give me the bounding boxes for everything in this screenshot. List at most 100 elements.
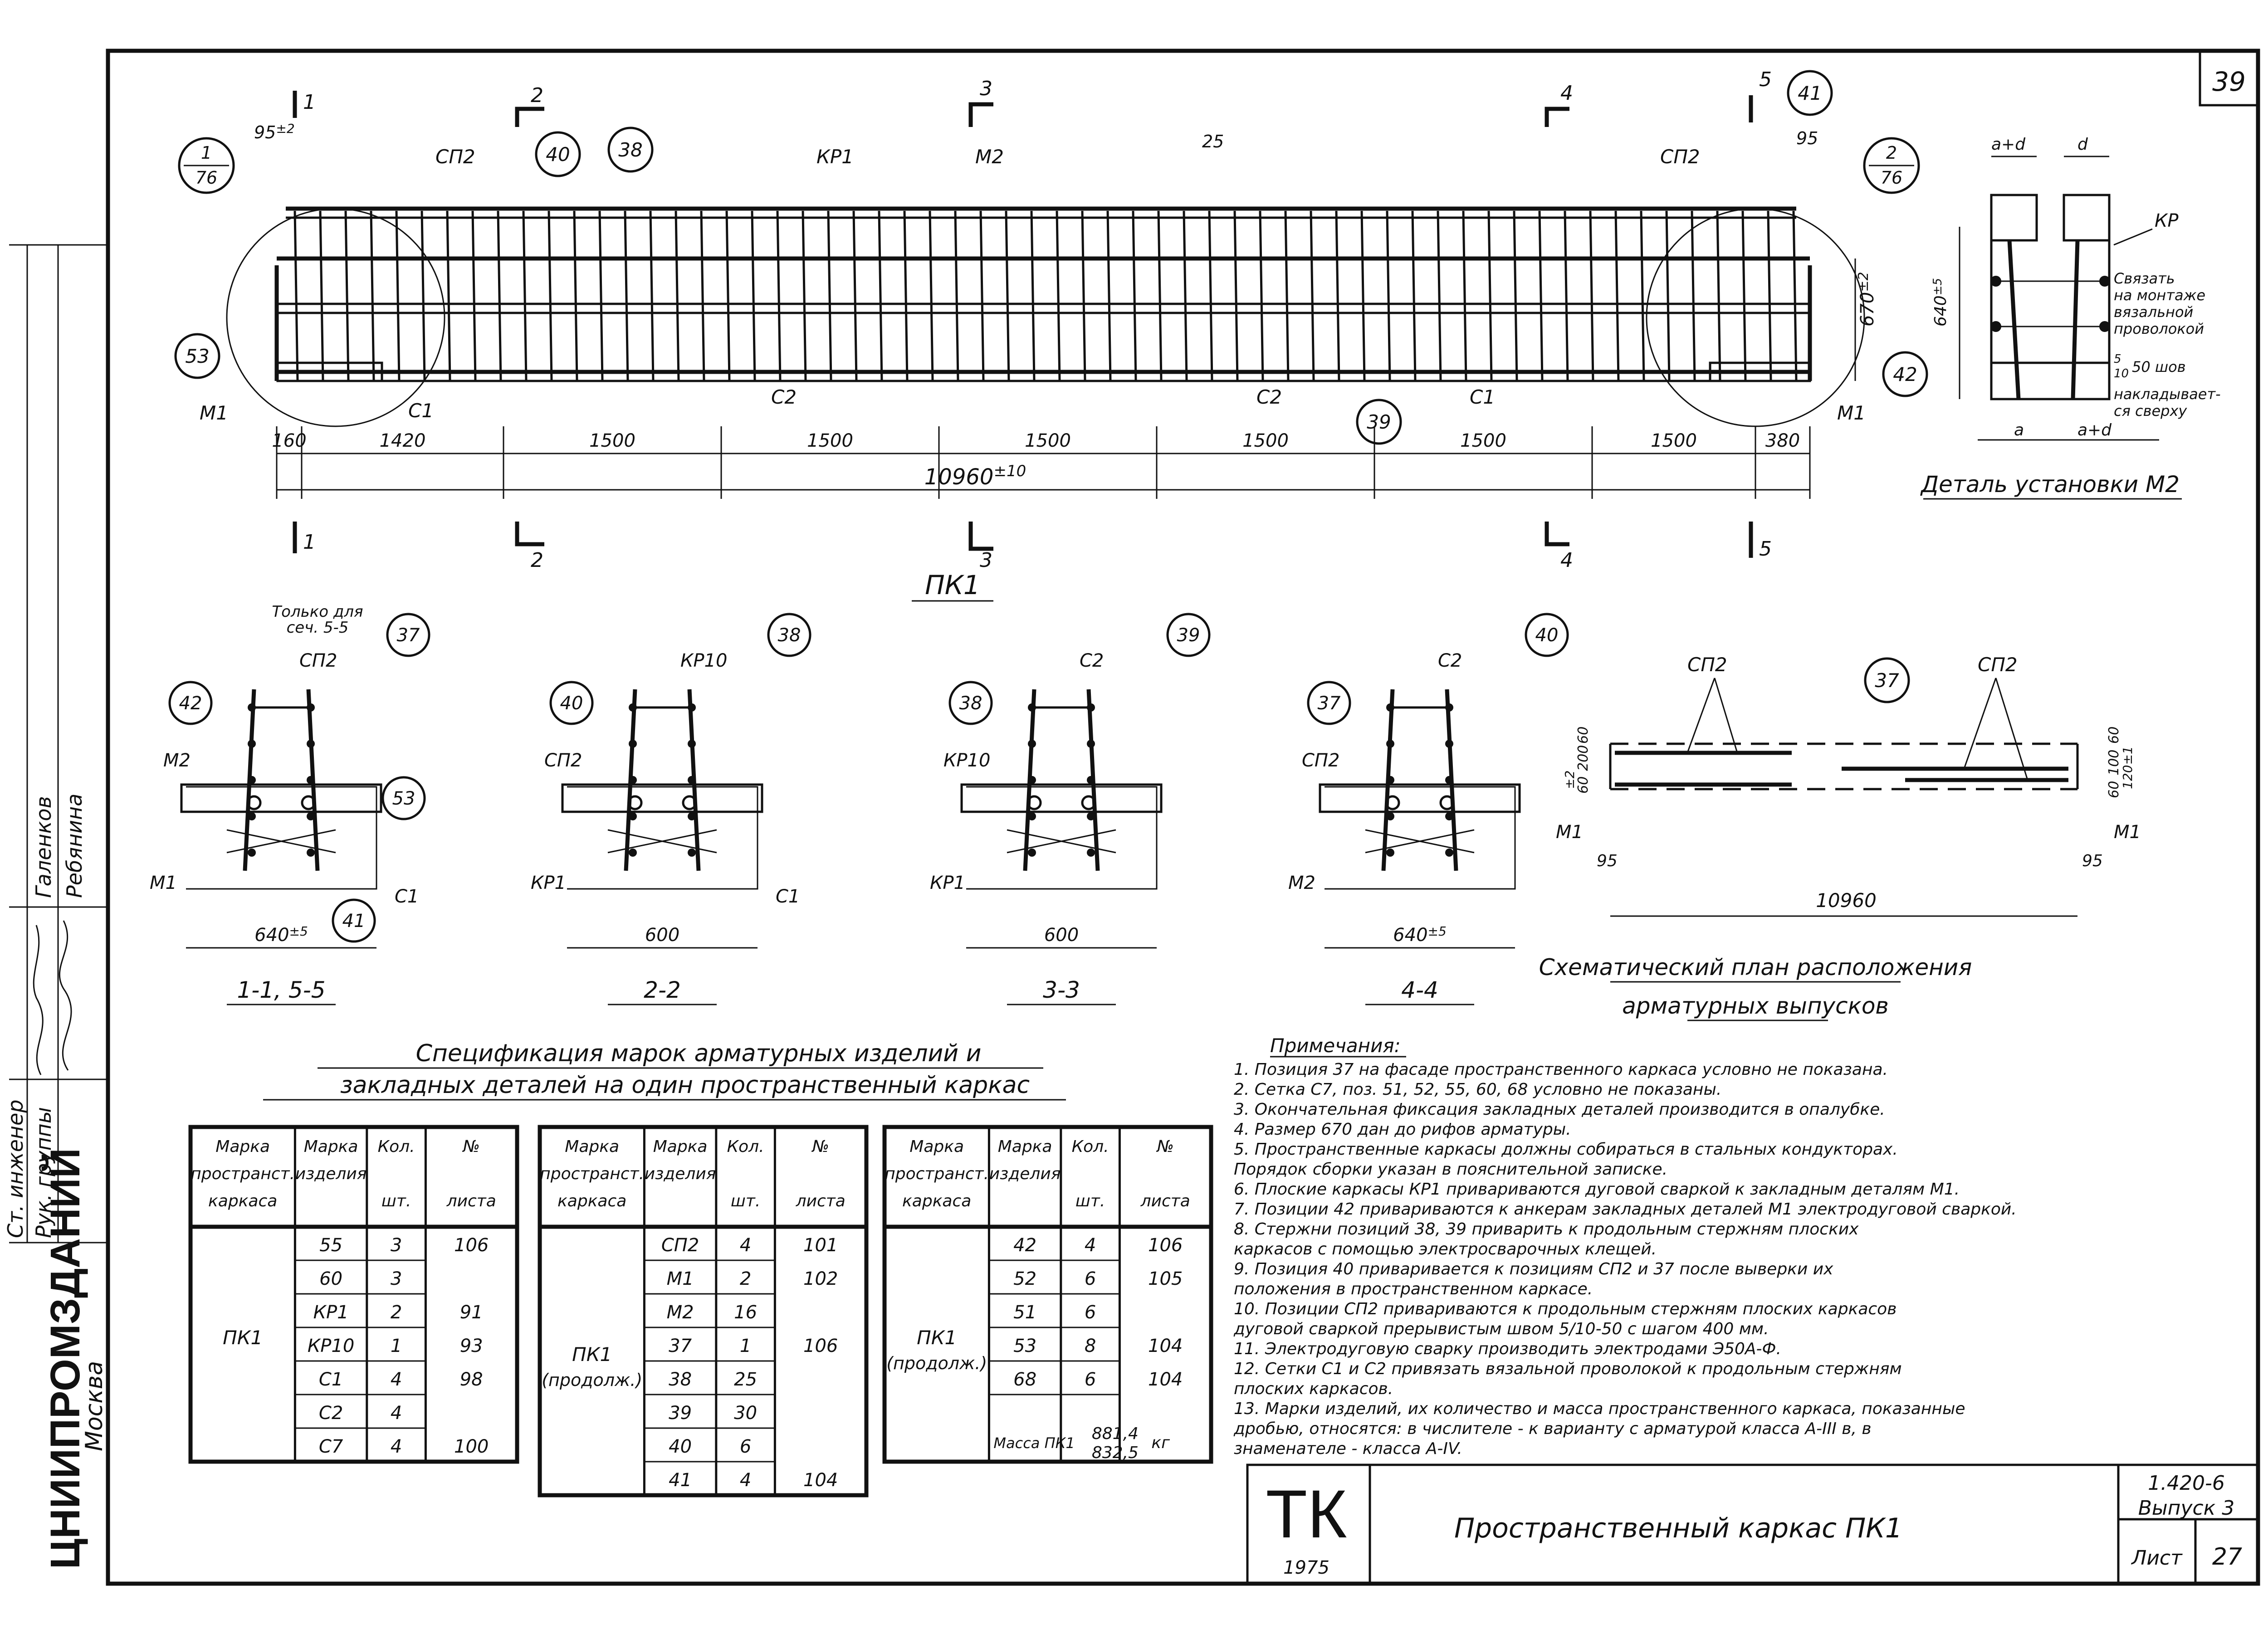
- spec-cell: 106: [454, 1235, 489, 1256]
- side-stamp: Рук. группы Ст. инженер Галенков Ребянин…: [3, 244, 108, 1569]
- svg-text:95: 95: [2082, 852, 2103, 870]
- label-c2-b: С2: [1256, 386, 1282, 408]
- spec-cell: КР10: [308, 1336, 354, 1356]
- svg-text:сеч. 5-5: сеч. 5-5: [287, 619, 349, 637]
- note-line: 1. Позиция 37 на фасаде пространственног…: [1234, 1060, 1888, 1079]
- spec-header: шт.: [381, 1192, 411, 1210]
- spec-cell: С7: [319, 1436, 343, 1457]
- spec-header: Кол.: [378, 1137, 415, 1156]
- spec-cell: 104: [1148, 1336, 1183, 1356]
- spec-cell: 4: [391, 1369, 402, 1390]
- note-line: 10. Позиции СП2 привариваются к продольн…: [1234, 1300, 1897, 1318]
- note-line: знаменателе - класса А-IV.: [1234, 1439, 1462, 1458]
- spec-cell: 4: [391, 1436, 402, 1457]
- section-caption: 4-4: [1401, 977, 1438, 1003]
- spec-cell: 6: [1085, 1268, 1096, 1289]
- year: 1975: [1283, 1557, 1330, 1578]
- svg-text:41: 41: [1798, 82, 1822, 104]
- spec-title-2: закладных деталей на один пространственн…: [340, 1072, 1030, 1099]
- section-caption: 3-3: [1043, 977, 1080, 1003]
- specification: Спецификация марок арматурных изделий и …: [188, 1040, 1213, 1497]
- label-c1-b: С1: [1470, 386, 1495, 408]
- label-c1-a: С1: [408, 400, 434, 422]
- svg-text:640±5: 640±5: [254, 924, 308, 946]
- spec-header: пространст.: [191, 1165, 295, 1183]
- spec-cell: 68: [1013, 1369, 1036, 1390]
- spec-cell: 102: [803, 1268, 838, 1289]
- spec-cell: 104: [803, 1470, 838, 1491]
- section-callout: 40: [560, 693, 583, 714]
- spec-header: каркаса: [208, 1192, 277, 1210]
- dim-bottom: 1500: [1025, 430, 1071, 451]
- svg-text:1: 1: [201, 143, 212, 163]
- spec-header: №: [811, 1137, 829, 1156]
- spec-cell: 93: [460, 1336, 483, 1356]
- project-code: 1.420-6: [2148, 1472, 2225, 1495]
- svg-text:4: 4: [1560, 549, 1573, 572]
- svg-text:(продолж.): (продолж.): [542, 1370, 642, 1390]
- svg-text:37: 37: [1875, 669, 1899, 692]
- spec-cell: 104: [1148, 1369, 1183, 1390]
- dim-640: 640±5: [1931, 278, 1950, 327]
- spec-header: пространст.: [540, 1165, 644, 1183]
- logo-tk: ТК: [1266, 1476, 1347, 1552]
- svg-text:СП2: СП2: [1687, 654, 1727, 676]
- svg-text:100: 100: [2106, 750, 2122, 776]
- svg-text:2: 2: [1886, 143, 1897, 163]
- org-city: Москва: [81, 1361, 108, 1451]
- spec-cell: 53: [1013, 1336, 1036, 1356]
- spec-cell: 3: [391, 1235, 402, 1256]
- svg-text:a: a: [2014, 421, 2024, 439]
- spec-cell: КР1: [313, 1302, 349, 1323]
- spec-header: Марка: [304, 1137, 358, 1156]
- spec-cell: 25: [734, 1369, 757, 1390]
- spec-cell: М1: [667, 1268, 694, 1289]
- sheet-frame: 39: [106, 49, 2260, 1586]
- spec-cell: 8: [1085, 1336, 1096, 1356]
- dim-right-670: 670±2: [1856, 272, 1878, 327]
- signature-2: [33, 925, 44, 1075]
- note-line: 4. Размер 670 дан до рифов арматуры.: [1234, 1120, 1571, 1139]
- label-kr1: КР1: [816, 146, 854, 168]
- svg-text:a+d: a+d: [1991, 135, 2026, 154]
- svg-text:10: 10: [2114, 367, 2129, 380]
- svg-text:кг: кг: [1151, 1434, 1170, 1452]
- spec-cell: 1: [391, 1336, 402, 1356]
- spec-cell: 37: [669, 1336, 692, 1356]
- plate-m1-right: [1709, 361, 1811, 382]
- note-line: каркасов с помощью электросварочных клещ…: [1234, 1240, 1657, 1258]
- note-line: 7. Позиции 42 привариваются к анкерам за…: [1234, 1200, 2017, 1219]
- spec-cell: 4: [740, 1235, 751, 1256]
- note-line: Порядок сборки указан в пояснительной за…: [1234, 1160, 1667, 1179]
- svg-text:200: 200: [1575, 745, 1591, 771]
- label-c2-a: С2: [771, 386, 797, 408]
- project-issue: Выпуск 3: [2138, 1497, 2234, 1520]
- section-label: СП2: [299, 650, 337, 671]
- note-line: положения в пространственном каркасе.: [1234, 1280, 1593, 1298]
- label-sp2-right: СП2: [1660, 146, 1700, 168]
- label-m1-left: М1: [200, 402, 228, 424]
- section-caption: 2-2: [644, 977, 681, 1003]
- spec-title-1: Спецификация марок арматурных изделий и: [416, 1040, 982, 1067]
- section-callout: 42: [179, 693, 202, 714]
- svg-text:4: 4: [1560, 82, 1573, 105]
- spec-frame: ПК1: [917, 1327, 957, 1349]
- spec-header: изделия: [295, 1165, 367, 1183]
- mass-label: Масса ПК1: [993, 1434, 1075, 1452]
- section-label: С1: [395, 886, 419, 907]
- svg-text:Связать: Связать: [2114, 270, 2175, 287]
- note-line: 6. Плоские каркасы КР1 привариваются дуг…: [1234, 1180, 1960, 1199]
- spec-frame: ПК1: [572, 1343, 612, 1366]
- svg-text:накладывает-: накладывает-: [2114, 385, 2221, 403]
- note-line: 3. Окончательная фиксация закладных дета…: [1234, 1100, 1885, 1119]
- svg-text:640±5: 640±5: [1393, 924, 1447, 946]
- svg-text:120±1: 120±1: [2120, 746, 2135, 789]
- note-line: 5. Пространственные каркасы должны собир…: [1234, 1140, 1898, 1159]
- svg-text:38: 38: [618, 139, 642, 161]
- svg-text:(продолж.): (продолж.): [886, 1353, 987, 1373]
- svg-text:2: 2: [531, 84, 543, 107]
- spec-cell: 42: [1013, 1235, 1036, 1256]
